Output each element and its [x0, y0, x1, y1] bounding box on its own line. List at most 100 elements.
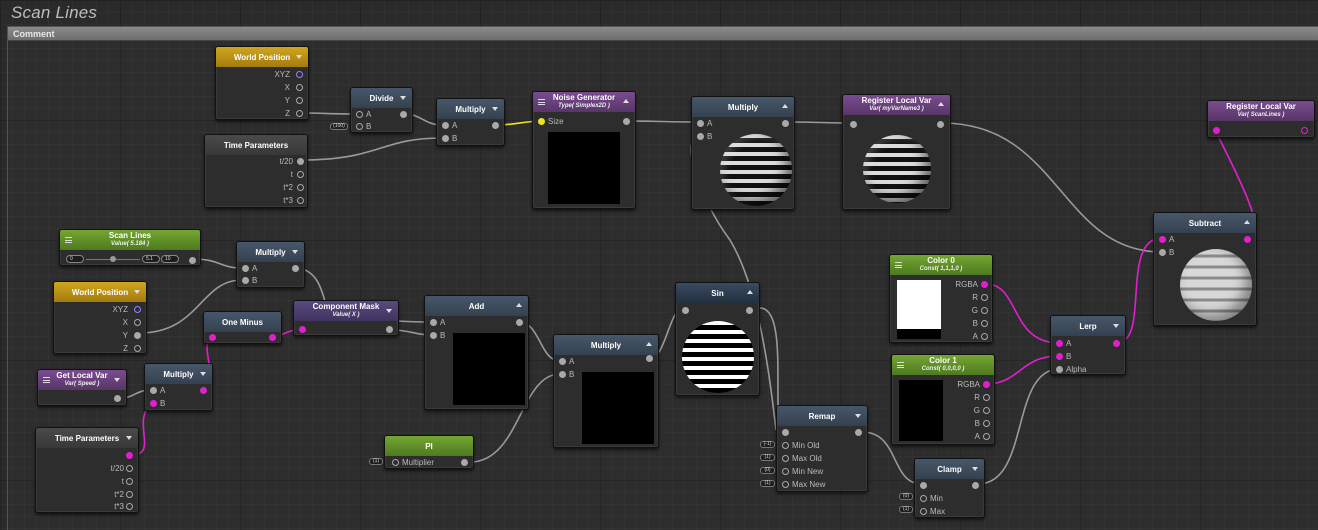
chevron-down-icon[interactable] — [200, 372, 206, 376]
output-port[interactable] — [516, 319, 523, 326]
chevron-down-icon[interactable] — [114, 378, 120, 382]
chevron-down-icon[interactable] — [292, 250, 298, 254]
output-port[interactable] — [296, 97, 303, 104]
output-port[interactable] — [1301, 127, 1308, 134]
output-port[interactable] — [746, 307, 753, 314]
output-port[interactable] — [126, 491, 133, 498]
output-port[interactable] — [296, 84, 303, 91]
chevron-down-icon[interactable] — [386, 309, 392, 313]
node-header[interactable]: Multiply — [145, 364, 212, 384]
node-header[interactable]: Multiply — [692, 97, 794, 117]
input-value-tag[interactable]: (-1) — [760, 441, 775, 448]
output-port[interactable] — [296, 110, 303, 117]
slider-max-field[interactable]: 5.1 — [142, 255, 160, 263]
node-header[interactable]: Multiply — [237, 242, 304, 262]
chevron-down-icon[interactable] — [855, 414, 861, 418]
node-add[interactable]: Add A B — [424, 295, 529, 410]
chevron-up-icon[interactable] — [646, 342, 652, 346]
slider-min-field[interactable]: 0 — [66, 255, 84, 263]
node-clamp[interactable]: Clamp Min Max — [914, 458, 985, 518]
output-port[interactable] — [983, 433, 990, 440]
node-multiply[interactable]: Multiply A B — [144, 363, 213, 411]
input-port[interactable] — [920, 508, 927, 515]
node-header[interactable]: Multiply — [554, 335, 658, 355]
output-port[interactable] — [292, 265, 299, 272]
input-port[interactable] — [782, 481, 789, 488]
input-port[interactable] — [356, 111, 363, 118]
output-port[interactable] — [461, 459, 468, 466]
output-port[interactable] — [981, 307, 988, 314]
input-port[interactable] — [242, 277, 249, 284]
output-port[interactable] — [1113, 340, 1120, 347]
input-port[interactable] — [559, 358, 566, 365]
output-port[interactable] — [1244, 236, 1251, 243]
output-port[interactable] — [114, 395, 121, 402]
input-port[interactable] — [697, 120, 704, 127]
input-port[interactable] — [242, 265, 249, 272]
input-port[interactable] — [920, 482, 927, 489]
input-port[interactable] — [920, 495, 927, 502]
input-port[interactable] — [697, 133, 704, 140]
node-header[interactable]: Time Parameters — [36, 428, 138, 448]
input-value-tag[interactable]: (0) — [760, 467, 775, 474]
input-port[interactable] — [209, 334, 216, 341]
chevron-up-icon[interactable] — [1244, 220, 1250, 224]
chevron-up-icon[interactable] — [516, 303, 522, 307]
input-value-tag[interactable]: (1) — [899, 506, 913, 513]
output-port[interactable] — [126, 503, 133, 510]
node-header[interactable]: Add — [425, 296, 528, 316]
node-multiply[interactable]: Multiply A B — [436, 98, 505, 146]
input-port[interactable] — [782, 455, 789, 462]
output-port[interactable] — [981, 281, 988, 288]
node-lerp[interactable]: Lerp A B Alpha — [1050, 315, 1126, 375]
input-port[interactable] — [1056, 340, 1063, 347]
chevron-down-icon[interactable] — [972, 467, 978, 471]
chevron-down-icon[interactable] — [492, 107, 498, 111]
chevron-up-icon[interactable] — [623, 99, 629, 103]
input-port[interactable] — [150, 387, 157, 394]
node-one-minus[interactable]: One Minus — [203, 311, 282, 344]
input-port[interactable] — [430, 332, 437, 339]
output-port[interactable] — [126, 452, 133, 459]
node-header[interactable]: One Minus — [204, 312, 281, 332]
output-port[interactable] — [189, 257, 196, 264]
output-port[interactable] — [983, 381, 990, 388]
input-port[interactable] — [1159, 236, 1166, 243]
node-header[interactable]: Multiply — [437, 99, 504, 119]
input-port[interactable] — [682, 307, 689, 314]
output-port[interactable] — [400, 111, 407, 118]
output-port[interactable] — [981, 320, 988, 327]
node-header[interactable]: Sin — [676, 283, 759, 303]
output-port[interactable] — [297, 171, 304, 178]
output-port[interactable] — [972, 482, 979, 489]
output-port[interactable] — [983, 420, 990, 427]
output-port[interactable] — [386, 326, 393, 333]
node-header[interactable]: World Position — [216, 47, 308, 67]
node-divide[interactable]: Divide A B — [350, 87, 413, 133]
output-port[interactable] — [983, 407, 990, 414]
node-header[interactable]: Clamp — [915, 459, 984, 479]
input-port[interactable] — [392, 459, 399, 466]
output-port[interactable] — [623, 118, 630, 125]
input-port[interactable] — [299, 326, 306, 333]
chevron-up-icon[interactable] — [747, 290, 753, 294]
input-port[interactable] — [442, 122, 449, 129]
input-port[interactable] — [430, 319, 437, 326]
input-port[interactable] — [1056, 353, 1063, 360]
node-time-parameters[interactable]: Time Parameters t/20 t t*2 t*3 — [35, 427, 139, 513]
chevron-down-icon[interactable] — [400, 96, 406, 100]
output-port[interactable] — [782, 120, 789, 127]
node-multiply[interactable]: Multiply A B — [691, 96, 795, 210]
output-port[interactable] — [134, 345, 141, 352]
node-multiply[interactable]: Multiply A B — [553, 334, 659, 448]
output-port[interactable] — [297, 158, 304, 165]
